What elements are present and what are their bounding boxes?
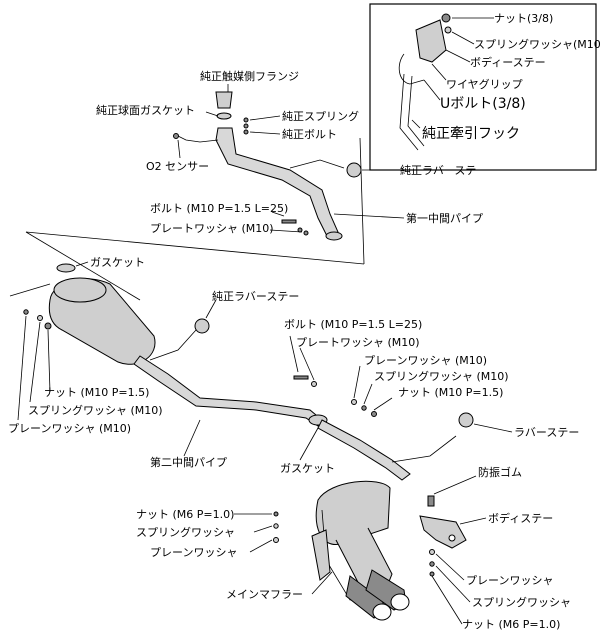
body-stay-label: ボディステー bbox=[488, 511, 553, 525]
inset-tow-hook-label: 純正牽引フック bbox=[422, 125, 520, 142]
gasket-left-label: ガスケット bbox=[90, 256, 145, 269]
inset-nut-label: ナット(3/8) bbox=[494, 12, 553, 25]
inset-u-bolt-shape bbox=[398, 53, 425, 85]
second-mid-pipe-shape bbox=[133, 355, 323, 427]
inset-body-stay-bracket bbox=[415, 19, 447, 63]
inset-frame bbox=[369, 3, 597, 171]
oem-rubber-stay-mid-label: 純正ラバーステー bbox=[212, 290, 299, 303]
inset-nut-shape bbox=[441, 13, 451, 23]
o2-sensor-wire bbox=[177, 135, 219, 143]
plain-washer-m6-right-label: プレーンワッシャ bbox=[466, 574, 553, 587]
inset-wire-grip-label: ワイヤグリップ bbox=[446, 77, 523, 91]
second-mid-pipe-label: 第二中間パイプ bbox=[150, 455, 227, 469]
nut-m6-right-label: ナット (M6 P=1.0) bbox=[462, 618, 560, 631]
first-mid-pipe-label: 第一中間パイプ bbox=[406, 211, 483, 225]
anti-vibration-rubber-label: 防振ゴム bbox=[478, 465, 522, 479]
oem-rubber-stay-top-label: 純正ラバーステー bbox=[400, 164, 487, 177]
inset-u-bolt-label: Uボルト(3/8) bbox=[440, 96, 526, 112]
oem-ball-gasket-shape bbox=[216, 112, 232, 120]
oem-rubber-stay-mid-shape bbox=[194, 318, 210, 334]
o2-sensor-shape bbox=[173, 133, 179, 139]
nut-left-label: ナット (M10 P=1.5) bbox=[44, 386, 149, 399]
right-fasteners: ボルト (M10 P=1.5 L=25) プレートワッシャ (M10) プレーン… bbox=[284, 318, 579, 481]
oem-rubber-stay-top-shape bbox=[346, 162, 362, 178]
bolt-top-label: ボルト (M10 P=1.5 L=25) bbox=[150, 202, 288, 215]
spring-washer-left-label: スプリングワッシャ (M10) bbox=[28, 403, 163, 417]
plain-washer-left-label: プレーンワッシャ (M10) bbox=[8, 422, 131, 435]
first-pipe-outlet-flange bbox=[325, 231, 343, 241]
gasket-center-label: ガスケット bbox=[280, 462, 335, 475]
o2-sensor-label: O2 センサー bbox=[146, 160, 209, 173]
inset-spring-washer-label: スプリングワッシャ(M10) bbox=[474, 37, 600, 51]
nut-m6-left-label: ナット (M6 P=1.0) bbox=[136, 508, 234, 521]
main-muffler-body bbox=[315, 480, 391, 545]
rubber-stay-shape bbox=[458, 412, 474, 428]
inset-body-stay-label: ボディーステー bbox=[470, 55, 546, 69]
plate-washer-mid-label: プレートワッシャ (M10) bbox=[296, 336, 420, 349]
plate-washer-top-label: プレートワッシャ (M10) bbox=[150, 222, 274, 235]
spring-washer-mid-label: スプリングワッシャ (M10) bbox=[374, 369, 509, 383]
oem-cat-flange-label: 純正触媒側フランジ bbox=[200, 69, 299, 83]
main-muffler-assembly: ナット (M6 P=1.0) スプリングワッシャ プレーンワッシャ メインマフラ… bbox=[136, 465, 571, 631]
oem-spring-label: 純正スプリング bbox=[282, 109, 359, 123]
rubber-stay-label: ラバーステー bbox=[514, 426, 579, 439]
nut-mid-label: ナット (M10 P=1.5) bbox=[398, 386, 503, 399]
oem-bolt-label: 純正ボルト bbox=[282, 128, 337, 141]
inset-tow-hook-shape bbox=[399, 73, 419, 151]
oem-ball-gasket-label: 純正球面ガスケット bbox=[96, 103, 195, 117]
front-assembly: 純正触媒側フランジ 純正球面ガスケット 純正スプリング 純正ボルト O2 センサ… bbox=[96, 69, 487, 241]
oem-bolt-shape bbox=[243, 129, 249, 135]
spring-washer-m6-left-label: スプリングワッシャ bbox=[136, 525, 235, 539]
gasket-left-shape bbox=[56, 263, 76, 273]
inset-washer-shape bbox=[444, 26, 452, 34]
bolt-mid-label: ボルト (M10 P=1.5 L=25) bbox=[284, 318, 422, 331]
main-muffler-label: メインマフラー bbox=[226, 588, 303, 601]
body-stay-shape bbox=[419, 515, 467, 549]
plain-washer-mid-label: プレーンワッシャ (M10) bbox=[364, 354, 487, 367]
guide-lines bbox=[9, 137, 365, 301]
plain-washer-m6-left-label: プレーンワッシャ bbox=[150, 546, 237, 559]
spring-washer-m6-right-label: スプリングワッシャ bbox=[472, 595, 571, 609]
oem-cat-flange-shape bbox=[215, 91, 233, 109]
mid-assembly: ガスケット 純正ラバーステー ナット (M10 P=1.5) スプリングワッシャ… bbox=[8, 256, 335, 475]
inset-detail: ナット(3/8) スプリングワッシャ(M10) ボディーステー ワイヤグリップ … bbox=[369, 3, 600, 171]
anti-vibration-rubber-shape bbox=[427, 495, 435, 507]
